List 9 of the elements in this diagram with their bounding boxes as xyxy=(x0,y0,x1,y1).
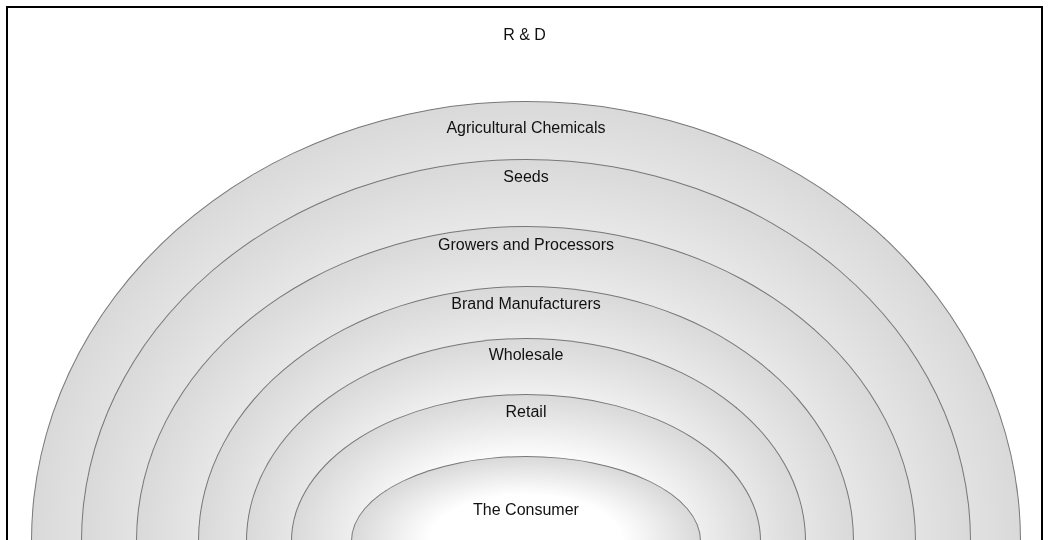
band-label: R & D xyxy=(503,26,546,44)
band-label: Brand Manufacturers xyxy=(451,295,601,313)
band-label: Seeds xyxy=(503,168,549,186)
band-label: Growers and Processors xyxy=(437,236,615,254)
band-label: Retail xyxy=(505,403,547,421)
band-label: Agricultural Chemicals xyxy=(446,119,606,137)
band-label: Wholesale xyxy=(488,346,564,364)
band-label: The Consumer xyxy=(473,501,579,519)
frame-box xyxy=(6,6,1043,540)
